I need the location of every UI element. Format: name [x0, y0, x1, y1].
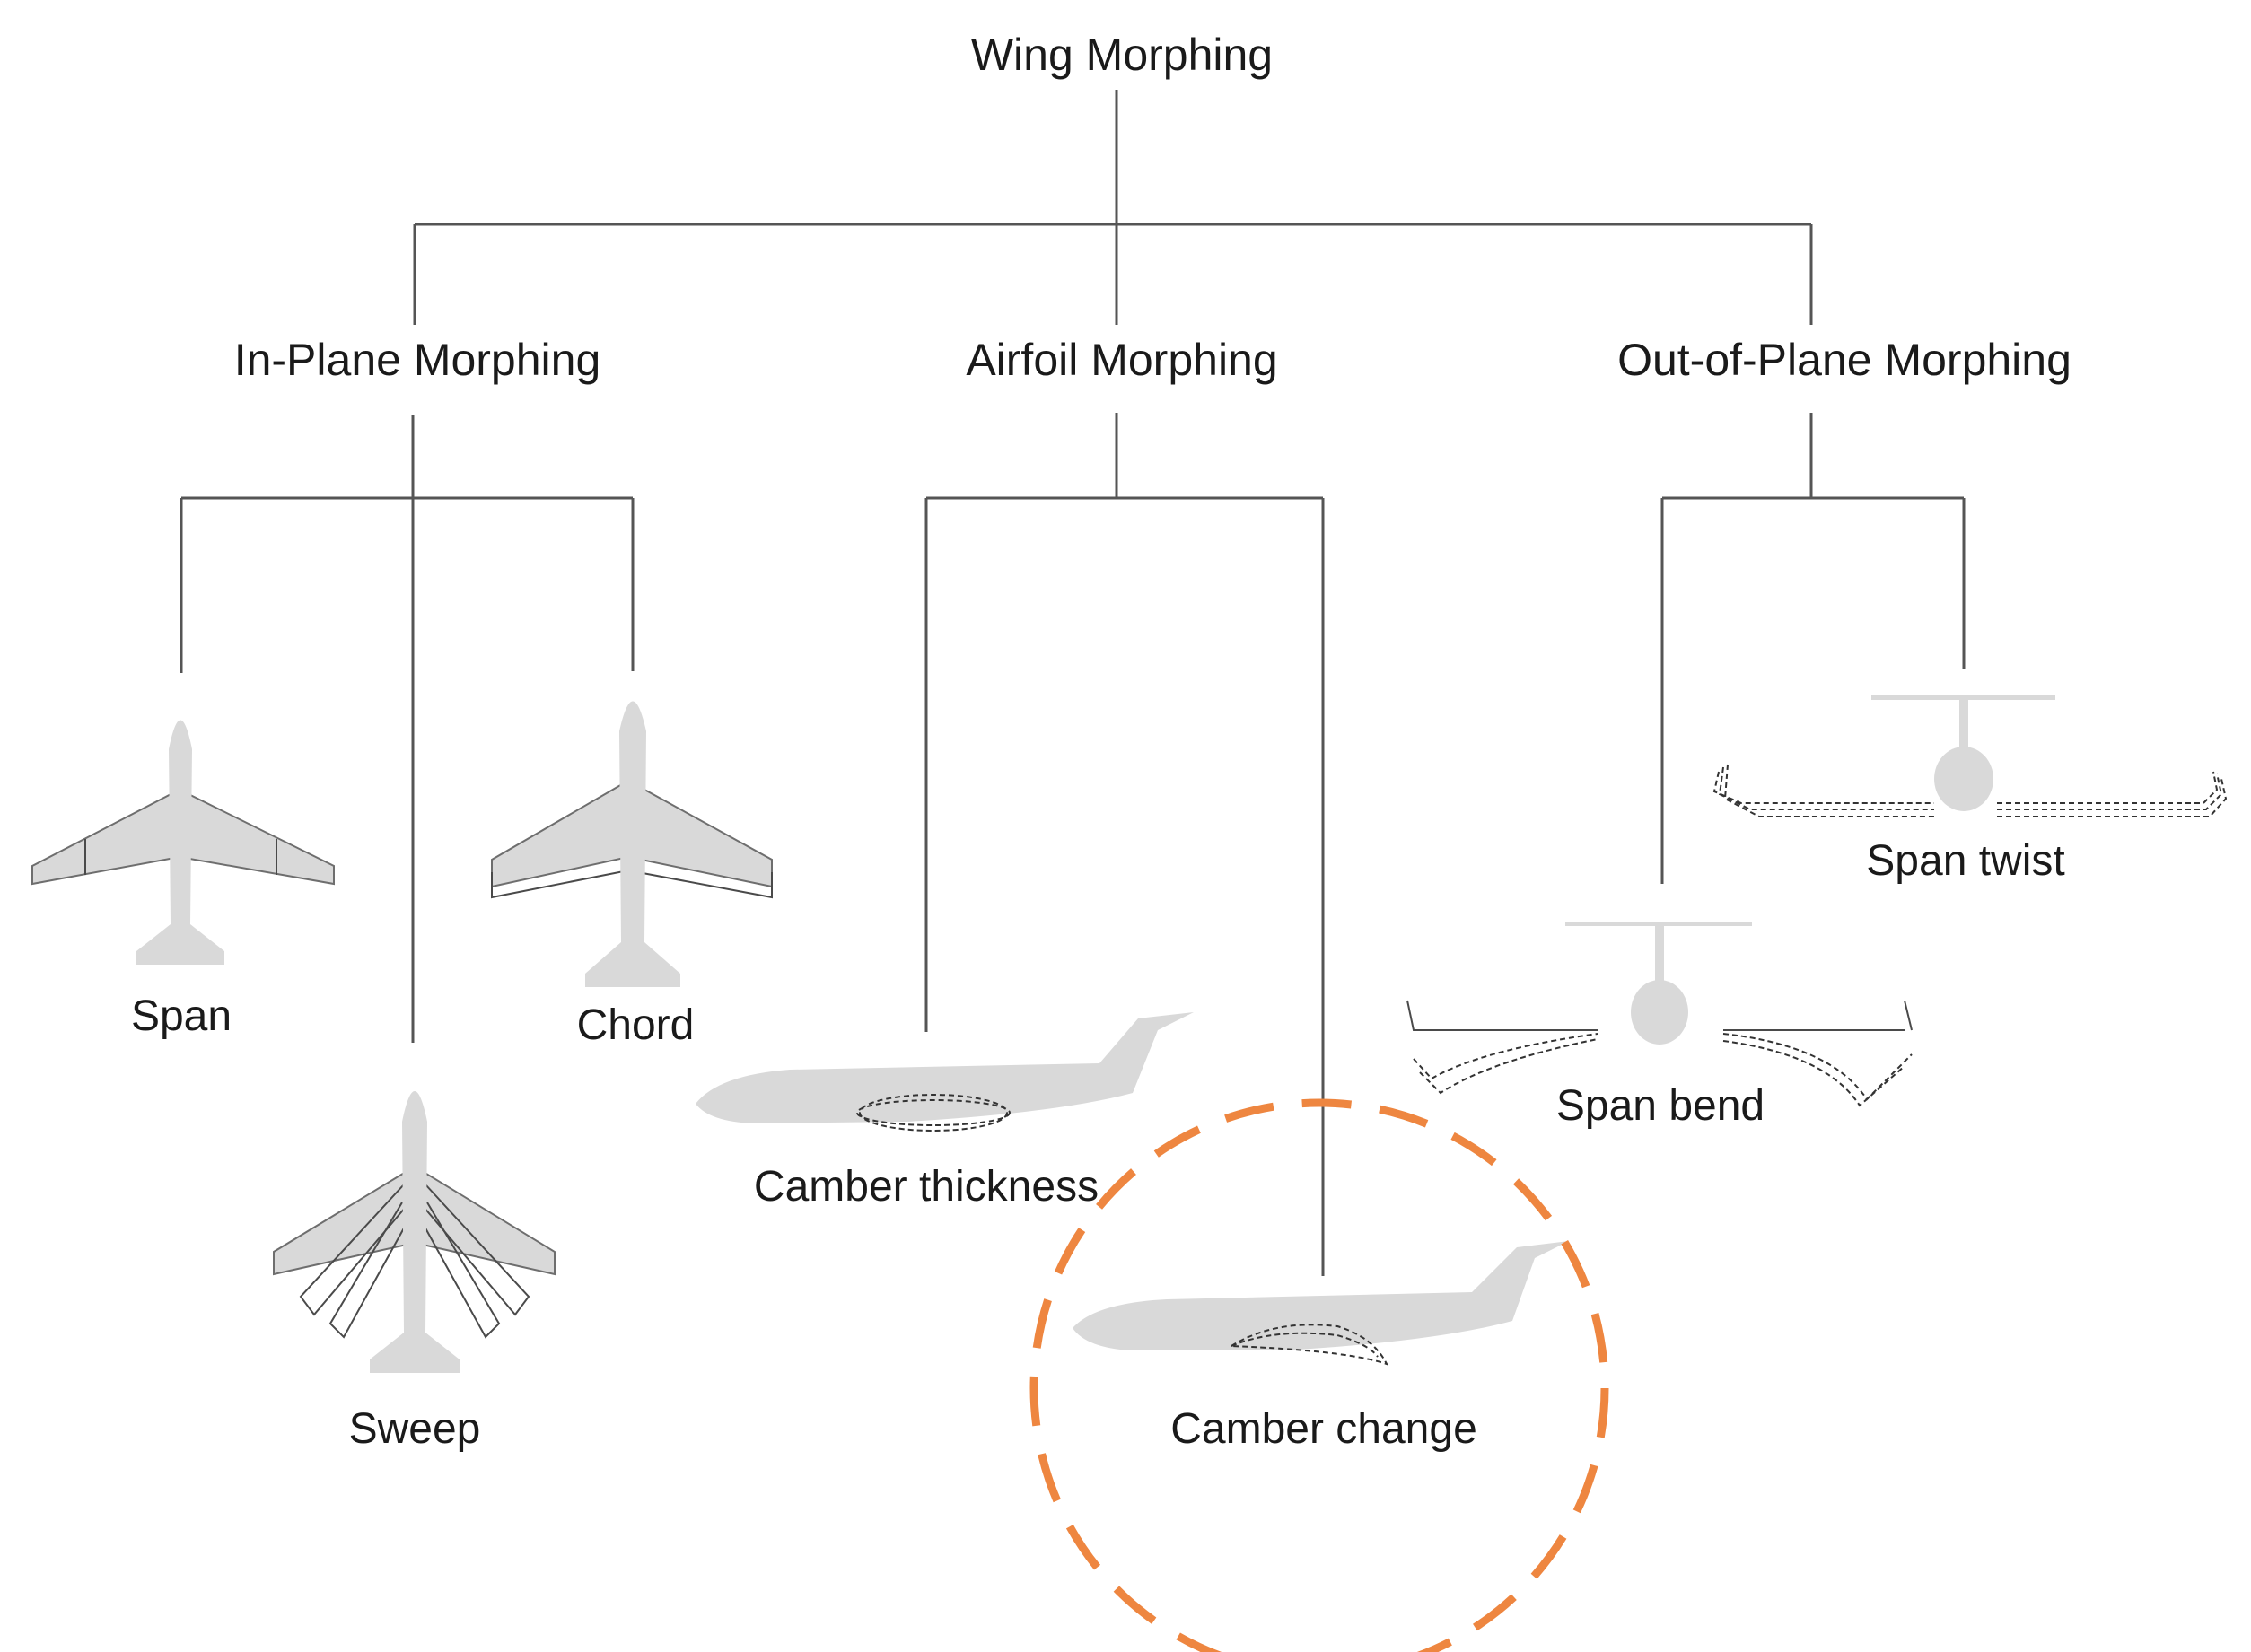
span-bend-aircraft-icon — [1406, 922, 1913, 1107]
diagram-title: Wing Morphing — [971, 30, 1273, 80]
sweep-aircraft-icon — [273, 1091, 556, 1373]
leaf-span-bend: Span bend — [1556, 1082, 1765, 1130]
camber-thickness-aircraft-icon — [696, 1012, 1194, 1132]
leaf-sweep: Sweep — [349, 1405, 481, 1453]
chord-aircraft-icon — [491, 701, 773, 987]
leaf-span-twist: Span twist — [1866, 837, 2064, 885]
category-out-of-plane-morphing: Out-of-Plane Morphing — [1617, 335, 2071, 385]
tree-connectors — [180, 90, 1966, 1276]
leaf-chord: Chord — [577, 1001, 695, 1049]
camber-change-highlight — [1029, 1098, 1609, 1652]
leaf-span: Span — [131, 992, 232, 1040]
span-aircraft-icon — [31, 720, 335, 965]
leaf-camber-change: Camber change — [1170, 1405, 1477, 1453]
category-in-plane-morphing: In-Plane Morphing — [234, 335, 601, 385]
category-airfoil-morphing: Airfoil Morphing — [966, 335, 1277, 385]
span-twist-aircraft-icon — [1712, 695, 2228, 817]
leaf-camber-thickness: Camber thickness — [754, 1163, 1099, 1211]
camber-change-aircraft-icon — [1073, 1241, 1569, 1366]
